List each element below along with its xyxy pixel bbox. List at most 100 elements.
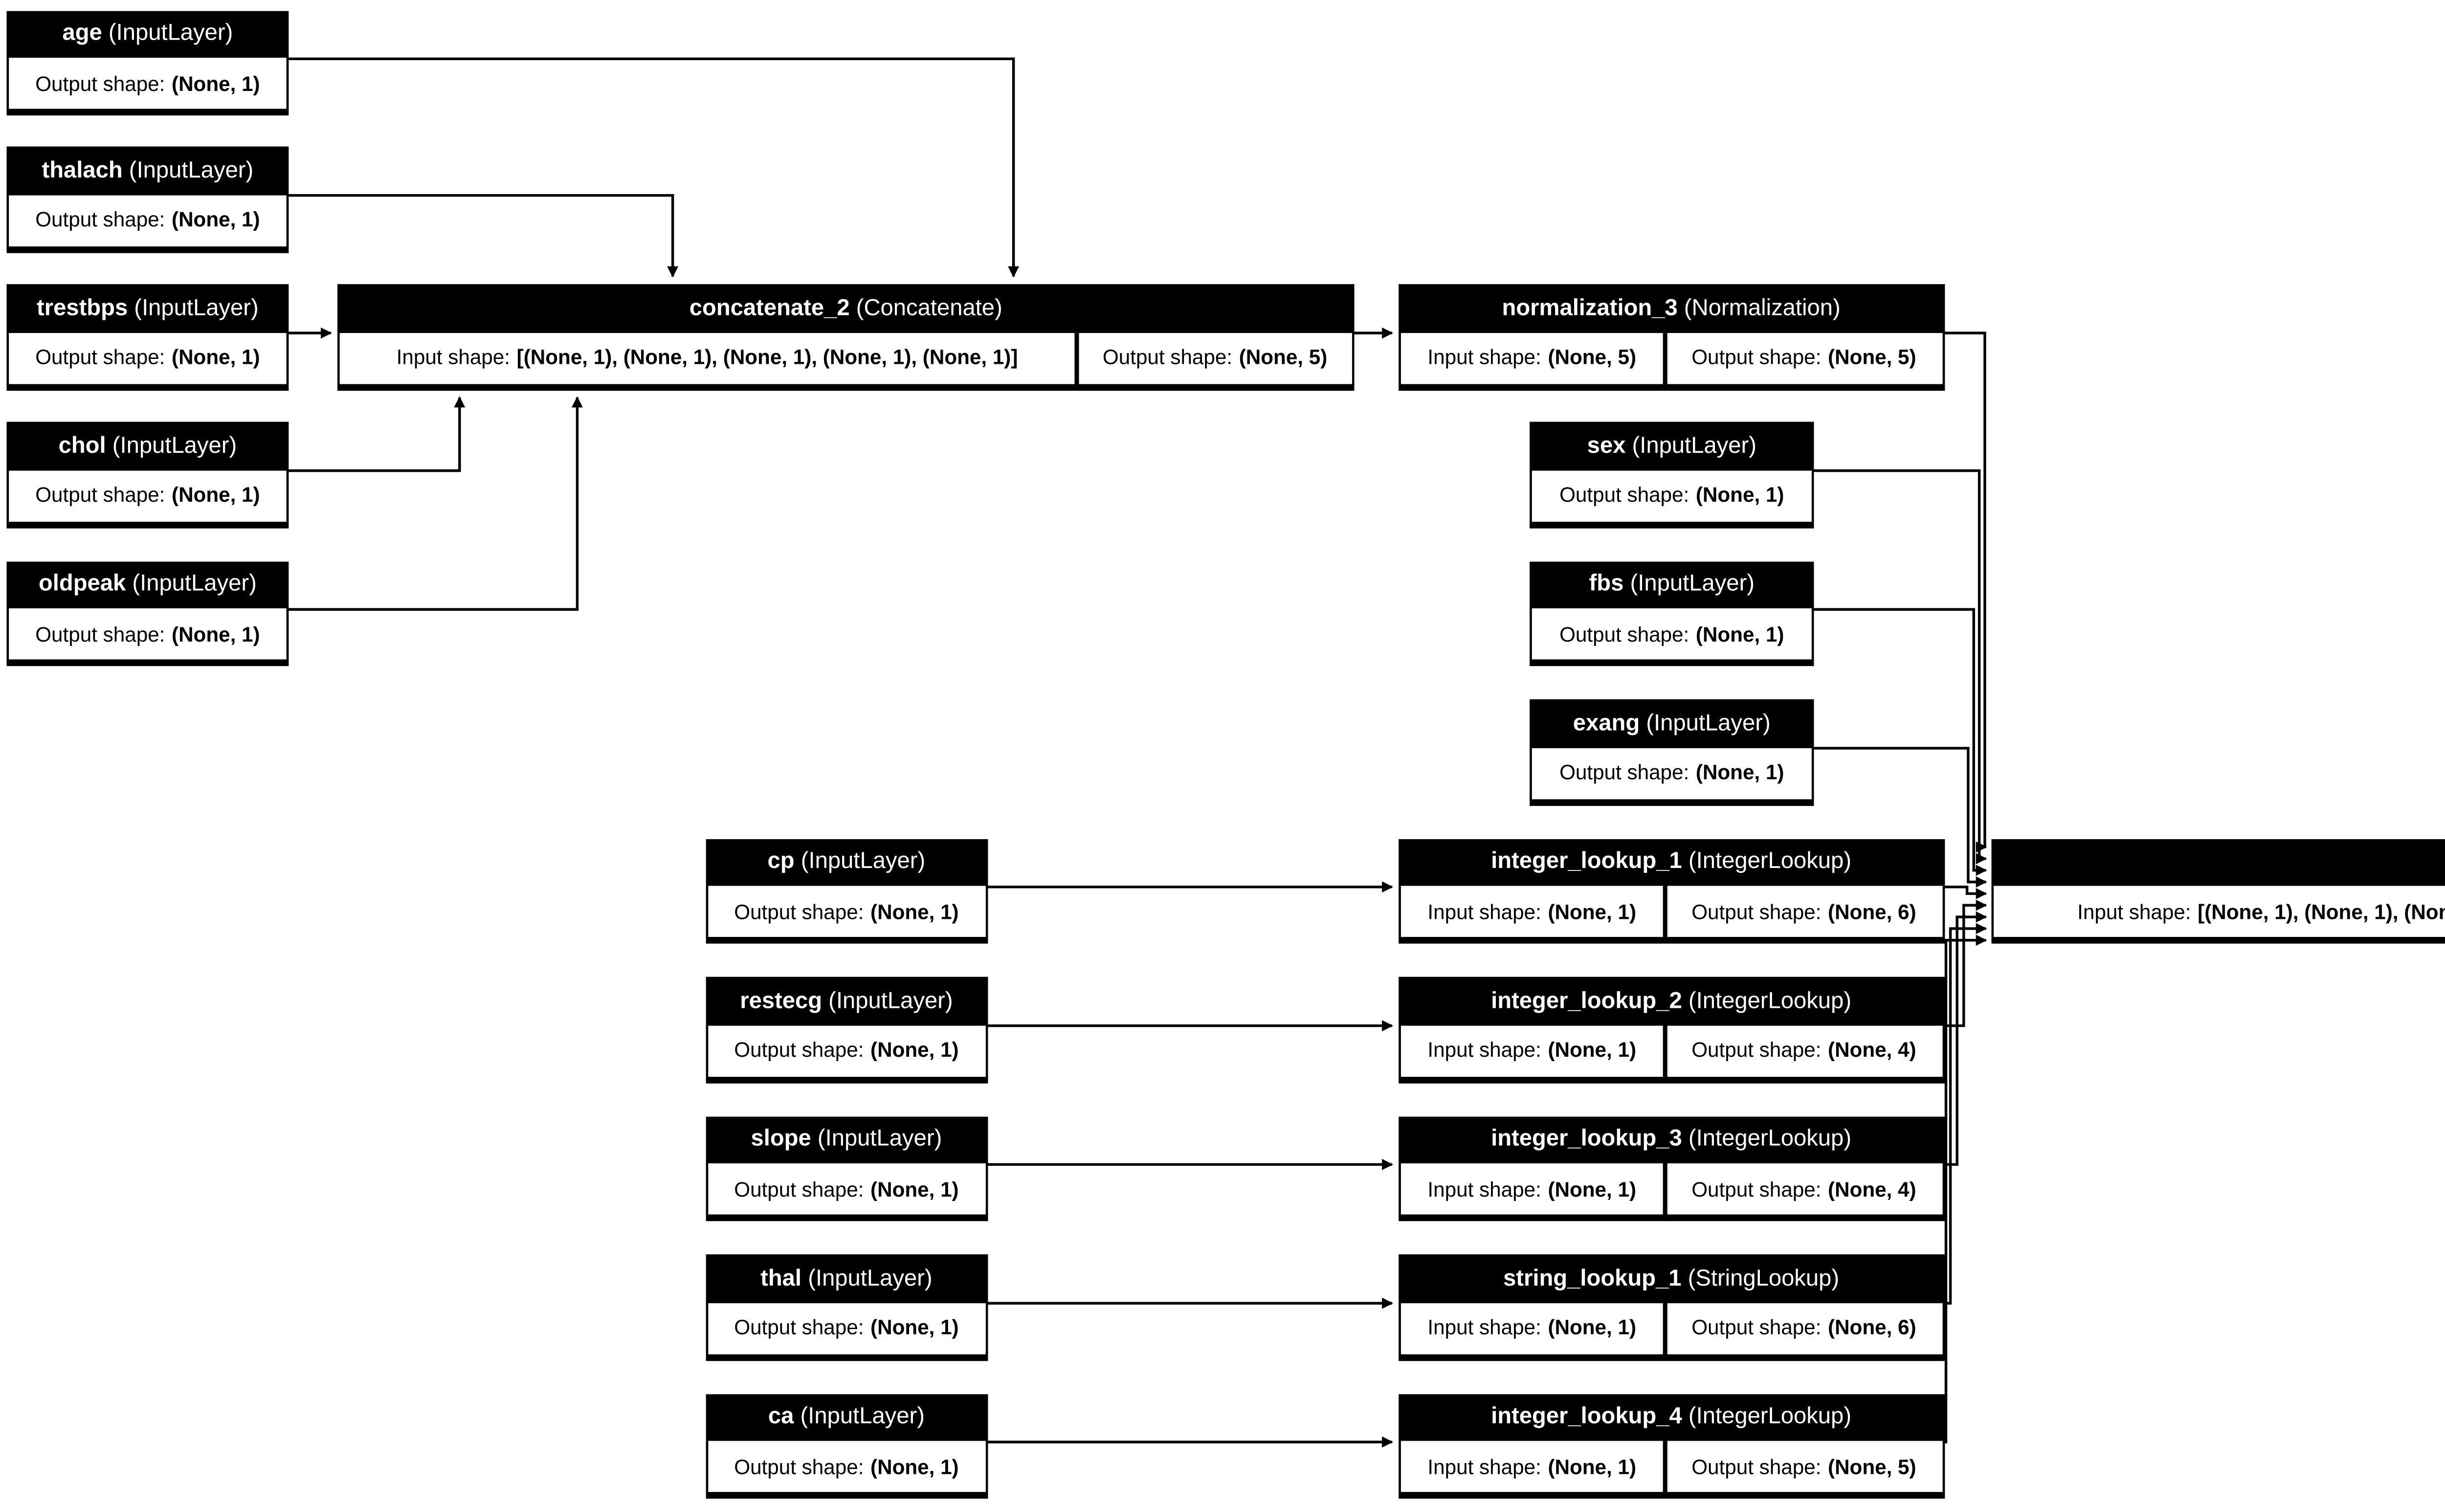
layer-type-text: InputLayer — [825, 1128, 934, 1153]
layer-type: (InputLayer) — [794, 1406, 925, 1431]
output-shape-cell: Output shape:(None, 1) — [9, 194, 287, 245]
layer-shapes-row: Output shape: (None, 1) — [1532, 469, 1812, 521]
output-shape-cell: Output shape:(None, 4) — [1666, 1163, 1942, 1215]
input-shape-value: (None, 1) — [1548, 1178, 1637, 1200]
layer-type-text: StringLookup — [1695, 1267, 1832, 1292]
layer-title: oldpeak (InputLayer) — [9, 563, 287, 608]
input-shape-label: Input shape: — [1427, 1178, 1541, 1200]
output-shape-value: (None, 6) — [1828, 900, 1916, 923]
input-shape-label: Input shape: — [1427, 1039, 1541, 1062]
layer-type-text: InputLayer — [116, 22, 225, 47]
output-shape-label: Output shape: — [35, 72, 165, 94]
layer-shapes-row: Input shape:(None, 1)Output shape:(None,… — [1400, 886, 1942, 937]
layer-shapes-row: Output shape:(None, 1) — [707, 886, 986, 937]
output-shape-cell: Output shape: (None, 4) — [1666, 1024, 1942, 1076]
layer-title: exang (InputLayer) — [1532, 702, 1812, 747]
layer-node-ca: ca (InputLayer)Output shape:(None, 1) — [705, 1393, 988, 1499]
layer-shapes-row: Output shape:(None, 1) — [9, 332, 287, 383]
layer-title: string_lookup_1 (StringLookup) — [1401, 1257, 1942, 1302]
layer-title: slope (InputLayer) — [707, 1118, 986, 1163]
layer-title: integer_lookup_3 (IntegerLookup) — [1401, 1118, 1942, 1163]
layer-name: slope — [751, 1128, 811, 1153]
layer-shapes-row: Output shape:(None, 1) — [707, 1163, 986, 1215]
layer-type-text: InputLayer — [120, 434, 229, 459]
layer-node-thalach: thalach (InputLayer)Output shape:(None, … — [6, 146, 289, 252]
layer-name: concatenate_2 — [689, 297, 850, 322]
input-shape-value: (None, 1) — [1548, 1316, 1637, 1339]
layer-shapes-row: Output shape: (None, 1) — [1532, 608, 1812, 660]
edge-exang-to-concatenate_3 — [1814, 747, 1987, 888]
output-shape-cell: Output shape:(None, 6) — [1666, 886, 1942, 937]
layer-title: trestbps (InputLayer) — [9, 287, 287, 332]
input-shape-label: Input shape: — [396, 346, 511, 369]
layer-name: cp — [767, 851, 795, 875]
layer-shapes-row: Output shape:(None, 1) — [9, 469, 287, 521]
layer-title: integer_lookup_2 (IntegerLookup) — [1401, 979, 1942, 1024]
layer-name: restecg — [740, 989, 822, 1014]
output-shape-value: (None, 4) — [1828, 1039, 1916, 1062]
layer-title: normalization_3 (Normalization) — [1401, 287, 1942, 332]
input-shape-cell: Input shape:[(None, 1), (None, 1), (None… — [1994, 886, 2445, 937]
layer-name: normalization_3 — [1502, 297, 1678, 322]
input-shape-label: Input shape: — [1427, 1455, 1541, 1478]
layer-type-text: IntegerLookup — [1696, 1406, 1844, 1431]
output-shape-value: (None, 1) — [870, 900, 959, 923]
layer-type-text: IntegerLookup — [1696, 989, 1844, 1014]
layer-node-integer_lookup_2: integer_lookup_2 (IntegerLookup)Input sh… — [1399, 977, 1944, 1083]
output-shape-cell: Output shape: (None, 1) — [1532, 469, 1812, 521]
output-shape-label: Output shape: — [734, 1455, 864, 1478]
layer-name: integer_lookup_3 — [1491, 1128, 1682, 1153]
input-shape-cell: Input shape:(None, 1) — [1400, 1302, 1663, 1354]
layer-type: (InputLayer) — [794, 851, 926, 875]
output-shape-value: (None, 1) — [172, 484, 260, 507]
layer-type: (InputLayer) — [1623, 573, 1755, 598]
layer-shapes-row: Input shape: (None, 1) Output shape:(None,… — [1400, 1163, 1942, 1215]
layer-type: (IntegerLookup) — [1682, 851, 1852, 875]
layer-title: restecg (InputLayer) — [707, 979, 986, 1024]
edge-fbs-to-concatenate_3 — [1814, 608, 1987, 876]
input-shape-value: (None, 1) — [1548, 1455, 1637, 1478]
output-shape-label: Output shape: — [1559, 484, 1689, 507]
layer-shapes-row: Input shape:[(None, 1), (None, 1), (None… — [1994, 886, 2445, 937]
layer-shapes-row: Input shape:[(None, 1), (None, 1), (None… — [339, 332, 1352, 383]
output-shape-value: (None, 1) — [172, 72, 260, 94]
output-shape-cell: Output shape:(None, 1) — [9, 608, 287, 660]
input-shape-cell: Input shape: (None, 1) — [1400, 1024, 1663, 1076]
input-shape-value: (None, 1) — [1548, 1039, 1637, 1062]
layer-type: (InputLayer) — [106, 434, 237, 459]
edge-normalization_3-to-concatenate_3 — [1943, 332, 1987, 853]
layer-type-text: InputLayer — [808, 1406, 917, 1431]
output-shape-label: Output shape: — [1691, 1039, 1822, 1062]
layer-title: concatenate_2 (Concatenate) — [340, 287, 1352, 332]
input-shape-cell: Input shape:(None, 1) — [1400, 886, 1663, 937]
edge-age-to-concatenate_2 — [289, 57, 1020, 278]
input-shape-cell: Input shape: (None, 1) — [1400, 1441, 1663, 1492]
input-shape-value: [(None, 1), (None, 1), (None, 1), (None,… — [2198, 900, 2445, 923]
output-shape-value: (None, 1) — [1695, 484, 1784, 507]
layer-node-chol: chol (InputLayer) Output shape:(None, 1) — [6, 422, 289, 528]
layer-node-concatenate_2: concatenate_2 (Concatenate)Input shape:[… — [337, 284, 1355, 390]
output-shape-cell: Output shape:(None, 1) — [9, 332, 287, 383]
output-shape-cell: Output shape: (None, 1) — [1532, 608, 1812, 660]
layer-shapes-row: Input shape:(None, 5)Output shape:(None,… — [1400, 332, 1942, 383]
layer-type-text: IntegerLookup — [1696, 1128, 1844, 1153]
output-shape-cell: Output shape:(None, 6) — [1666, 1302, 1942, 1354]
layer-type-text: Concatenate — [864, 297, 995, 322]
input-shape-cell: Input shape: (None, 1) — [1400, 1163, 1663, 1215]
output-shape-value: (None, 6) — [1828, 1316, 1916, 1339]
layer-type-text: InputLayer — [815, 1267, 925, 1292]
output-shape-value: (None, 1) — [1695, 623, 1784, 645]
layer-type: (IntegerLookup) — [1682, 1406, 1852, 1431]
layer-shapes-row: Input shape:(None, 1)Output shape:(None,… — [1400, 1441, 1942, 1492]
layer-name: chol — [58, 434, 106, 459]
edge-chol-to-concatenate_2 — [289, 396, 466, 472]
input-shape-label: Input shape: — [1427, 346, 1541, 369]
output-shape-label: Output shape: — [1559, 623, 1689, 645]
layer-type-text: InputLayer — [808, 851, 918, 875]
layer-node-thal: thal (InputLayer)Output shape:(None, 1) — [705, 1254, 988, 1360]
layer-shapes-row: Input shape:(None, 1)Output shape:(None,… — [1400, 1302, 1942, 1354]
edge-integer_lookup_4-to-concatenate_3 — [1943, 934, 1987, 1444]
layer-shapes-row: Output shape:(None, 1) — [707, 1302, 986, 1354]
